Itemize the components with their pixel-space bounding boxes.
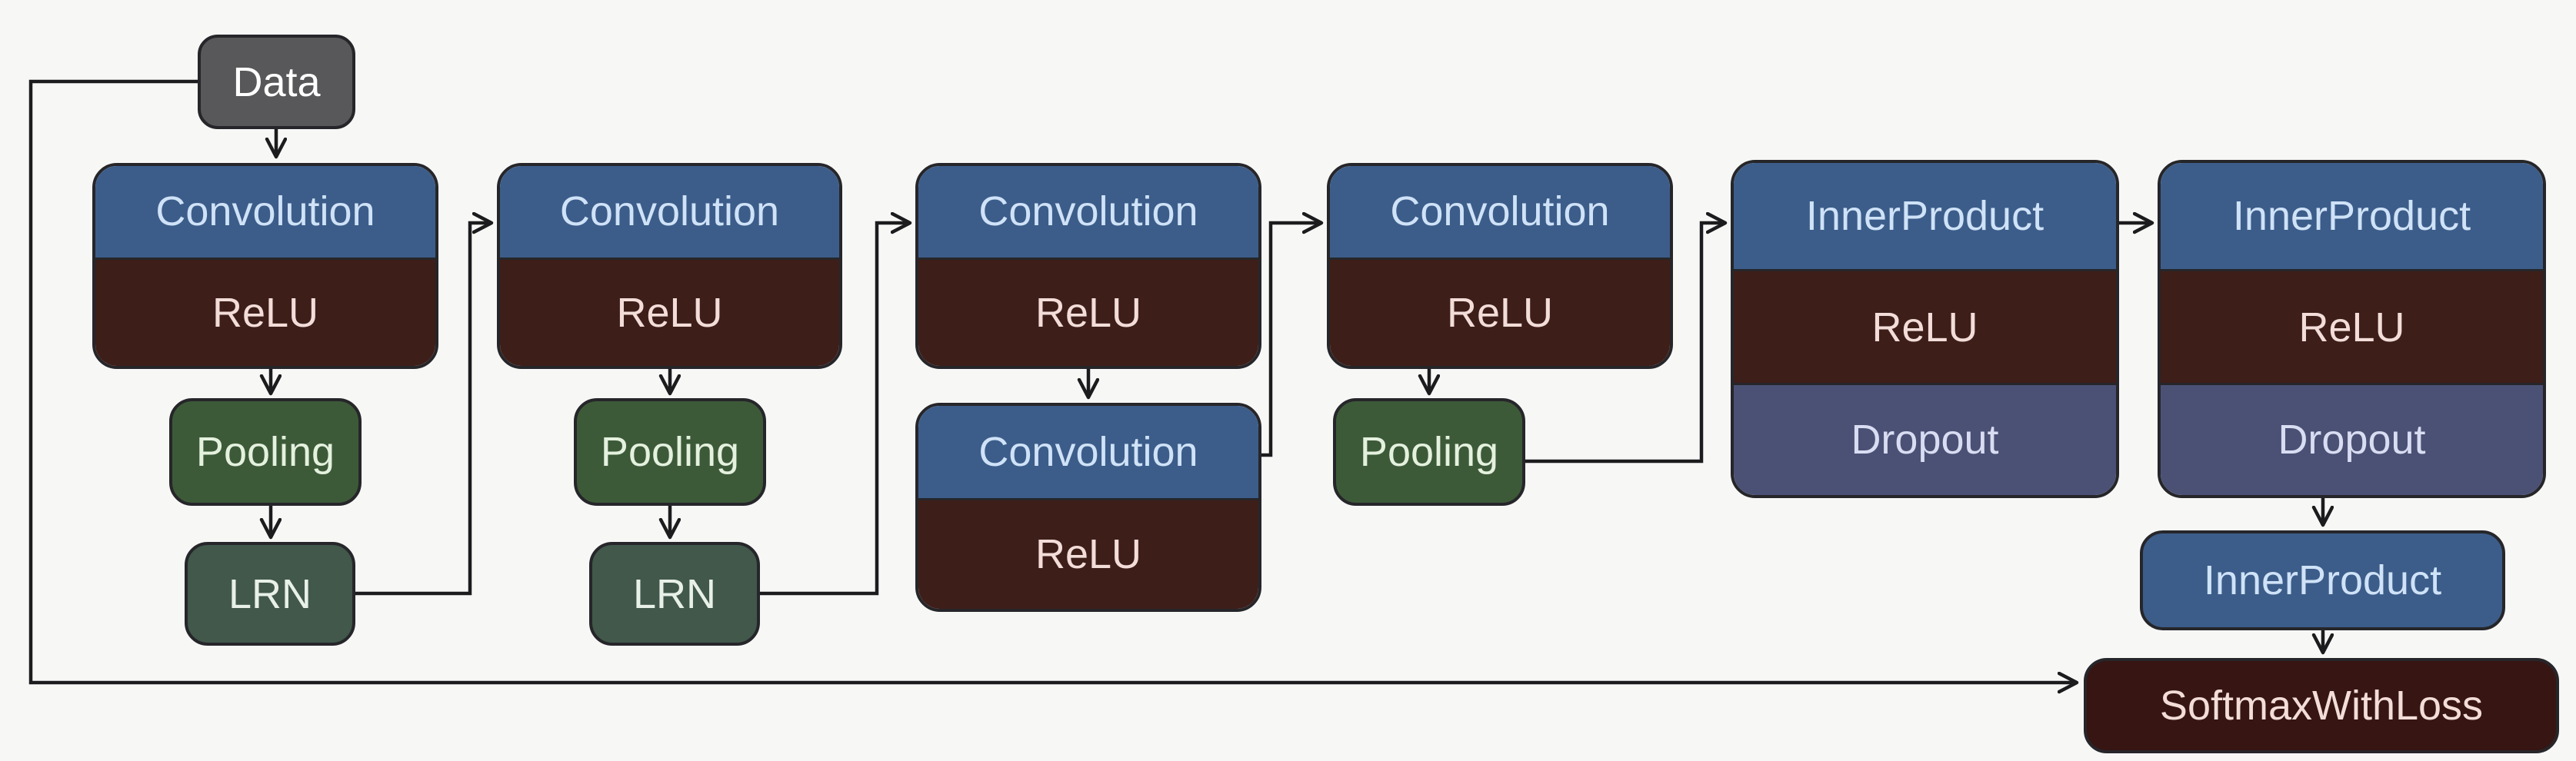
layer-label: InnerProduct — [2232, 193, 2471, 240]
edge-lrn2-to-conv3a — [760, 223, 910, 596]
layer-innerproduct: InnerProduct — [2161, 163, 2543, 270]
layer-convolution: Convolution — [1330, 166, 1670, 258]
node-ip7: InnerProduct — [2140, 530, 2505, 630]
layer-convolution: Convolution — [500, 166, 839, 258]
edge-data-to-softmaxwithloss — [28, 79, 2077, 683]
layer-convolution: Convolution — [918, 166, 1258, 258]
node-conv1: Convolution ReLU — [92, 163, 438, 369]
edge-lrn1-to-conv2 — [355, 223, 492, 596]
edge-conv3b-to-conv4 — [1261, 223, 1321, 457]
node-label: Pooling — [600, 429, 740, 475]
layer-dropout: Dropout — [1734, 382, 2116, 495]
node-label: LRN — [228, 570, 312, 617]
node-ip6: InnerProduct ReLU Dropout — [2158, 160, 2546, 498]
layer-innerproduct: InnerProduct — [1734, 163, 2116, 270]
layer-label: ReLU — [212, 289, 319, 336]
layer-label: Convolution — [155, 188, 375, 235]
node-conv3b: Convolution ReLU — [915, 403, 1261, 612]
node-pool4: Pooling — [1333, 398, 1525, 506]
node-label: Pooling — [1359, 429, 1499, 475]
node-lrn1: LRN — [185, 542, 355, 646]
node-ip5: InnerProduct ReLU Dropout — [1731, 160, 2119, 498]
node-conv4: Convolution ReLU — [1327, 163, 1673, 369]
layer-relu: ReLU — [918, 497, 1258, 609]
layer-label: Convolution — [978, 428, 1198, 475]
layer-label: Dropout — [2278, 417, 2426, 464]
layer-dropout: Dropout — [2161, 382, 2543, 495]
node-conv3a: Convolution ReLU — [915, 163, 1261, 369]
node-lrn2: LRN — [589, 542, 760, 646]
layer-relu: ReLU — [918, 257, 1258, 366]
layer-label: Dropout — [1851, 417, 1999, 464]
node-label: SoftmaxWithLoss — [2159, 683, 2484, 729]
layer-label: ReLU — [1871, 304, 1978, 351]
node-data: Data — [198, 35, 355, 129]
node-label: Pooling — [195, 429, 335, 475]
node-label: InnerProduct — [2203, 557, 2442, 603]
layer-label: Convolution — [978, 188, 1198, 235]
node-pool1: Pooling — [169, 398, 362, 506]
layer-convolution: Convolution — [918, 406, 1258, 498]
layer-label: ReLU — [616, 289, 723, 336]
node-softmaxwithloss: SoftmaxWithLoss — [2084, 658, 2559, 753]
node-conv2: Convolution ReLU — [497, 163, 842, 369]
layer-relu: ReLU — [500, 257, 839, 366]
layer-relu: ReLU — [1734, 269, 2116, 383]
node-label: LRN — [632, 570, 717, 617]
layer-label: ReLU — [2298, 304, 2405, 351]
layer-label: ReLU — [1446, 289, 1554, 336]
layer-label: Convolution — [1390, 188, 1610, 235]
node-pool2: Pooling — [574, 398, 766, 506]
layer-label: ReLU — [1035, 531, 1142, 578]
layer-label: Convolution — [559, 188, 780, 235]
layer-label: ReLU — [1035, 289, 1142, 336]
edge-pool4-to-ip5 — [1525, 223, 1725, 464]
layer-relu: ReLU — [95, 257, 435, 366]
layer-convolution: Convolution — [95, 166, 435, 258]
node-label: Data — [232, 58, 321, 105]
layer-relu: ReLU — [1330, 257, 1670, 366]
layer-label: InnerProduct — [1805, 193, 2044, 240]
layer-relu: ReLU — [2161, 269, 2543, 383]
